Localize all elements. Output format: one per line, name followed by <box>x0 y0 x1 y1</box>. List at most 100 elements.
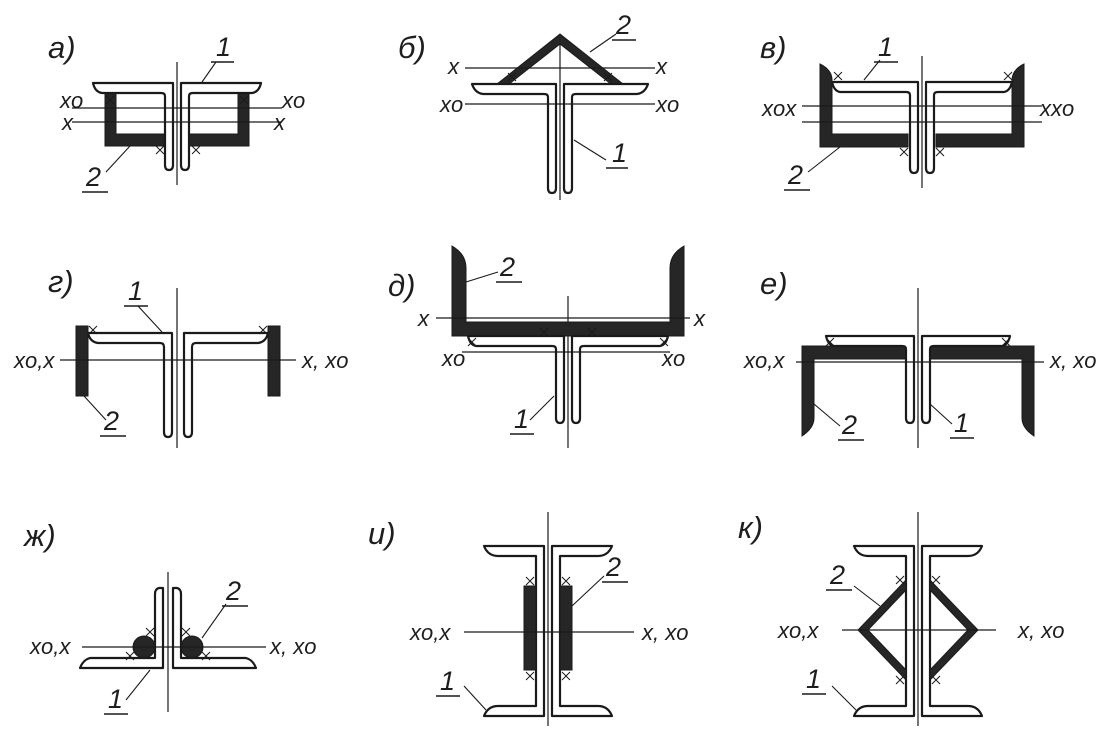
weld-mark <box>931 575 941 585</box>
axis-label: x <box>417 306 430 331</box>
leader-line <box>813 403 841 427</box>
panel-letter: г) <box>48 264 74 299</box>
item-number: 1 <box>514 404 529 434</box>
panel-letter: к) <box>738 510 763 545</box>
item-number: 2 <box>615 10 631 40</box>
axis-label: xox <box>761 96 797 121</box>
axis-label: x, xo <box>1017 618 1064 643</box>
angle-left <box>78 586 165 670</box>
axis-label: x <box>693 306 706 331</box>
axis-label: x <box>61 110 74 135</box>
item-number: 1 <box>954 408 969 438</box>
leader-line <box>83 395 107 421</box>
angle-left <box>470 82 558 195</box>
leader-line <box>463 685 487 711</box>
angle-right <box>182 331 270 439</box>
leader-line <box>201 603 227 639</box>
item-number: 2 <box>841 410 857 440</box>
leader-line <box>573 139 607 161</box>
channel-left <box>852 544 916 718</box>
item-number: 2 <box>787 160 803 190</box>
reinforcement-channel-left <box>104 92 167 147</box>
axis-label: x <box>655 54 668 79</box>
axis-label: xo,x <box>409 620 451 645</box>
leader-line <box>137 305 163 333</box>
angle-left <box>466 334 566 425</box>
panel-letter: д) <box>388 268 415 303</box>
weld-mark <box>191 145 201 155</box>
weld-mark <box>1003 71 1013 81</box>
leader-line <box>863 59 881 81</box>
panel-e: е) xo,x x, xo 2 1 <box>743 266 1096 448</box>
axis-label: x, xo <box>1049 348 1096 373</box>
axis-label: x, xo <box>269 634 316 659</box>
panel-letter: б) <box>398 30 426 65</box>
panel-d: д) x x xo xo 2 1 <box>388 245 706 448</box>
item-number: 1 <box>440 666 455 696</box>
panel-letter: в) <box>760 30 787 65</box>
angle-right <box>171 586 258 670</box>
item-number: 1 <box>108 684 123 714</box>
angle-left <box>830 80 920 175</box>
angle-left <box>86 331 174 439</box>
weld-mark <box>525 576 535 586</box>
weld-mark <box>181 627 191 637</box>
axis-label: x <box>447 54 460 79</box>
weld-mark <box>155 145 165 155</box>
axis-label: xo,x <box>29 634 71 659</box>
leader-line <box>201 61 217 83</box>
item-number: 2 <box>85 162 101 192</box>
angle-right <box>570 334 670 425</box>
weld-mark <box>561 671 571 681</box>
weld-mark <box>899 147 909 157</box>
weld-mark <box>895 675 905 685</box>
leader-line <box>853 585 881 607</box>
channel-left <box>482 544 546 718</box>
item-number: 2 <box>225 576 241 606</box>
item-number: 2 <box>605 552 621 582</box>
angle-right <box>920 334 1012 425</box>
reinforcement-plate-right <box>267 325 281 397</box>
item-number: 1 <box>612 138 627 168</box>
item-number: 1 <box>128 276 143 306</box>
weld-mark <box>561 576 571 586</box>
panel-zh: ж) xo,x x, xo 2 1 <box>22 518 316 715</box>
weld-mark <box>145 627 155 637</box>
reinforcement-plate-right <box>559 585 573 671</box>
angle-left <box>91 81 175 172</box>
axis-label: xo <box>655 92 679 117</box>
channel-right <box>550 544 614 718</box>
panel-letter: а) <box>48 30 76 65</box>
reinforcement-channel-left <box>819 63 909 148</box>
reinforcement-channel-right <box>935 63 1025 148</box>
axis-label: xo <box>59 88 83 113</box>
axis-label: xo,x <box>777 618 819 643</box>
axis-label: xo,x <box>13 348 55 373</box>
panel-letter: ж) <box>22 518 56 553</box>
axis-label: xo,x <box>743 348 785 373</box>
leader-line <box>105 145 131 173</box>
leader-line <box>465 271 499 283</box>
panel-a: а) xo x xo x 1 2 <box>48 30 305 193</box>
leader-line <box>589 33 617 53</box>
angle-left <box>824 334 916 425</box>
angle-right <box>924 80 1014 175</box>
weld-mark <box>895 575 905 585</box>
item-number: 1 <box>806 664 821 694</box>
leader-line <box>807 146 841 173</box>
weld-mark <box>833 71 843 81</box>
item-number: 1 <box>216 32 231 62</box>
angle-right <box>179 81 263 172</box>
panel-g: г) xo,x x, xo 1 2 <box>13 264 348 448</box>
weld-mark <box>525 671 535 681</box>
item-number: 1 <box>878 32 893 62</box>
reinforcement-channel-right <box>187 92 250 147</box>
reinforcement-channel <box>451 245 685 337</box>
panel-b: б) x x xo xo 2 1 <box>398 10 679 200</box>
angle-right <box>562 82 650 195</box>
reinforcement-plate-left <box>523 585 537 671</box>
channel-right <box>920 544 984 718</box>
axis-label: xo <box>281 88 305 113</box>
axis-label: xxo <box>1039 96 1074 121</box>
